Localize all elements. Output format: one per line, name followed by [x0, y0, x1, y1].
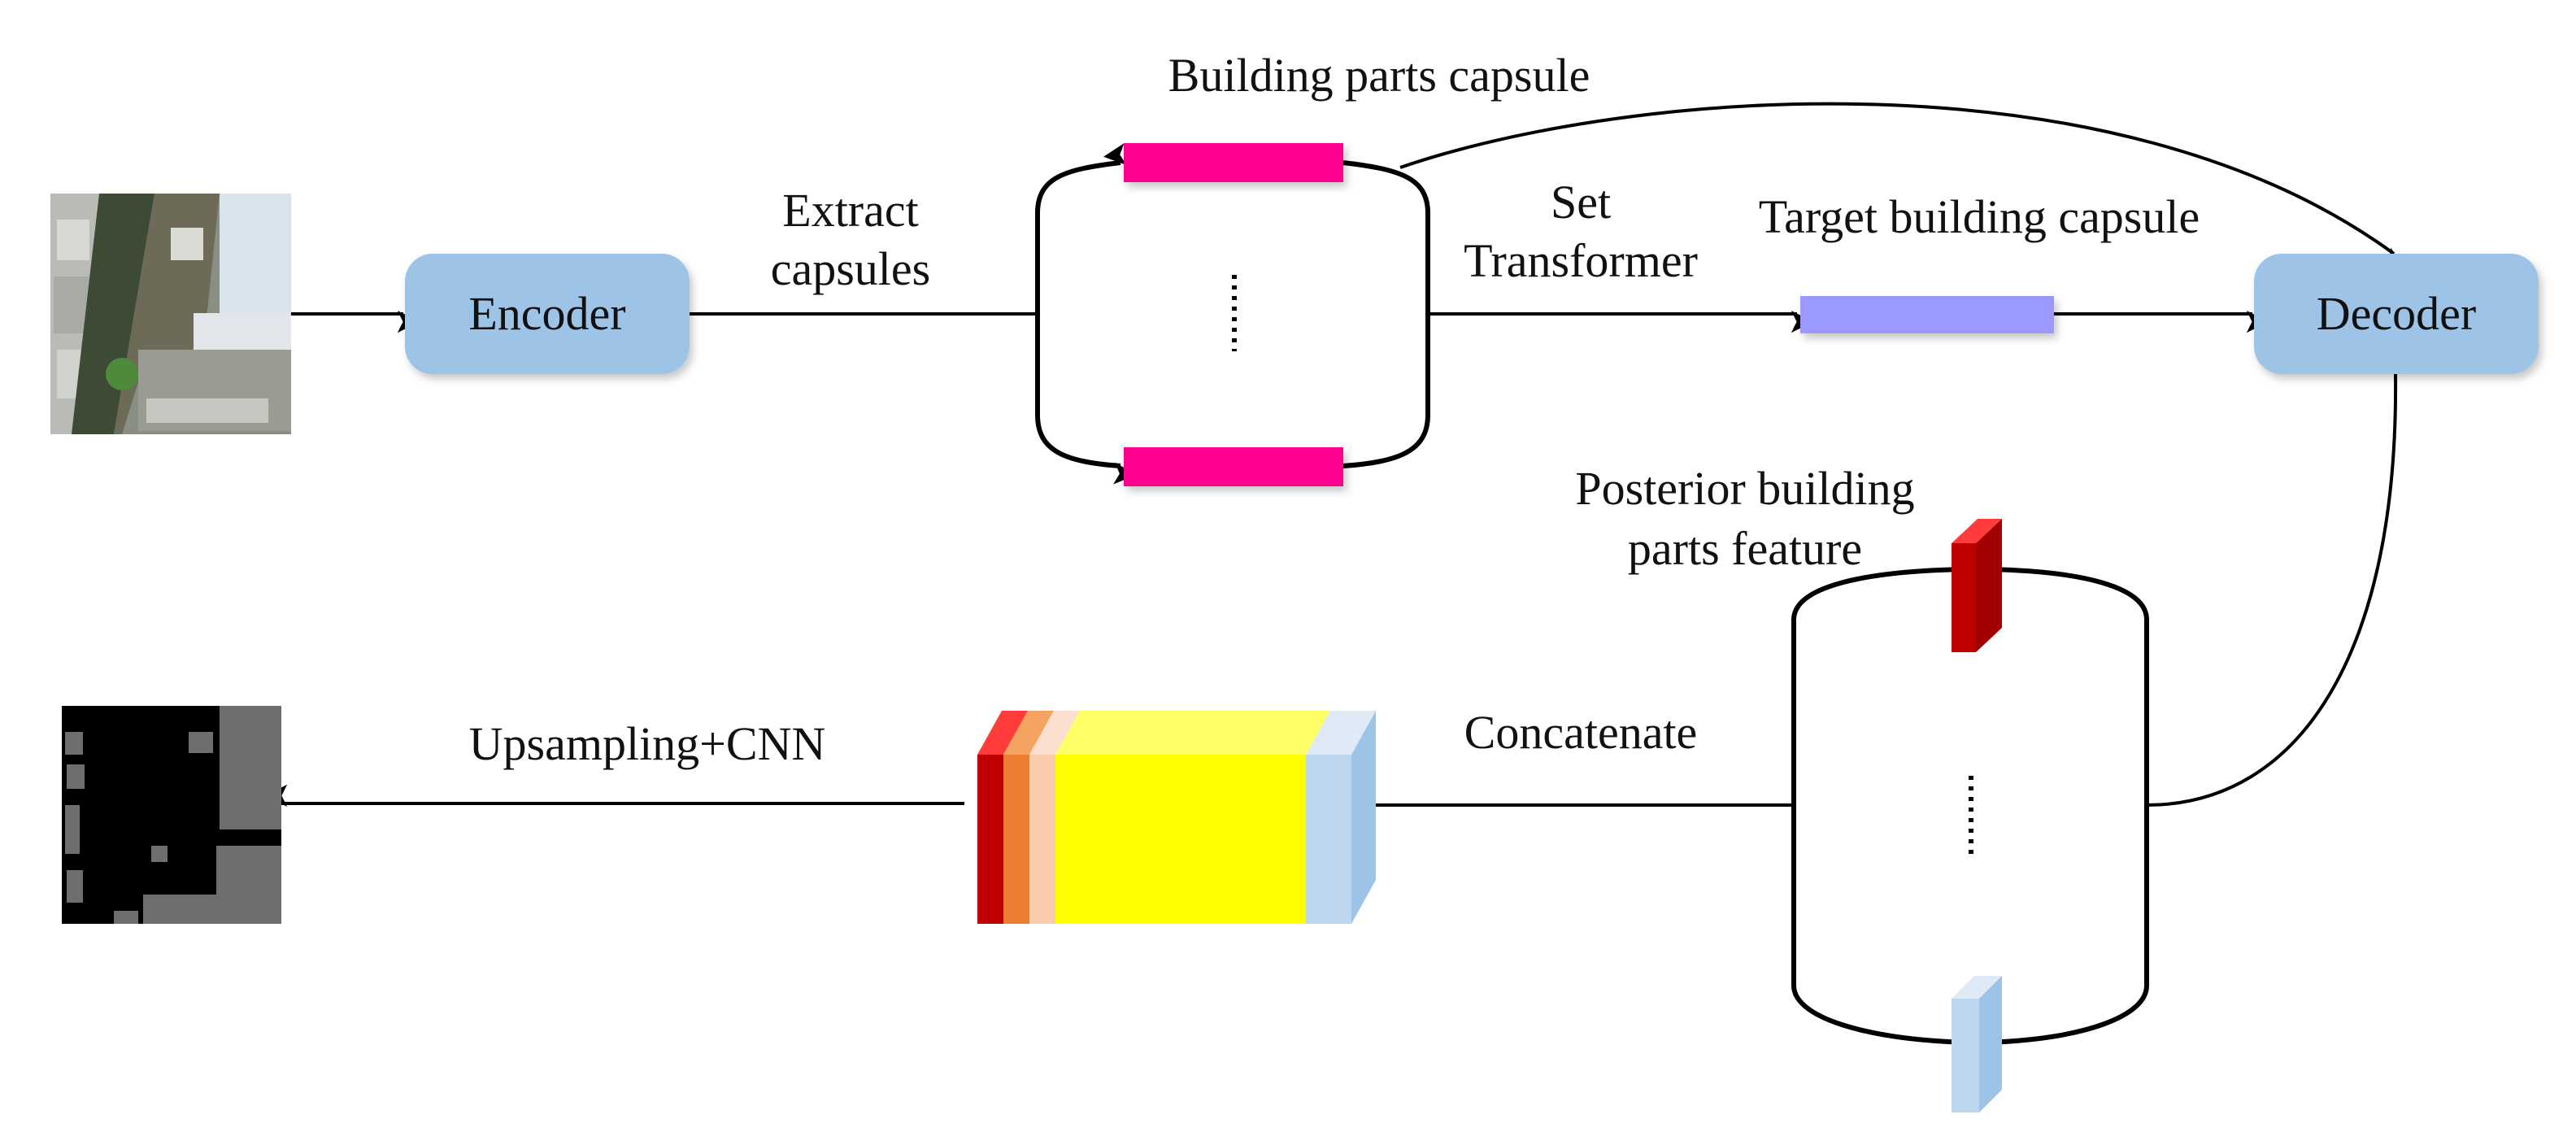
concatenated-feature-block	[977, 711, 1376, 924]
satellite-image-icon	[50, 194, 291, 434]
edge-decoder-to-posterior	[2146, 373, 2398, 807]
edge-parts-to-decoder	[1399, 102, 2403, 270]
decoder-label: Decoder	[2317, 287, 2476, 340]
building-parts-capsule-label: Building parts capsule	[1168, 49, 1590, 102]
upsampling-cnn-label: Upsampling+CNN	[469, 717, 826, 770]
posterior-feature-blue	[1952, 976, 2002, 1112]
target-building-capsule	[1800, 296, 2054, 333]
decoder-node: Decoder	[2254, 254, 2539, 374]
encoder-label: Encoder	[468, 287, 625, 340]
posterior-right-bracket	[1969, 565, 2149, 1046]
concatenate-label: Concatenate	[1464, 706, 1698, 759]
extract-capsules-label-line1: Extract	[782, 184, 918, 237]
capsule-left-bracket	[1035, 143, 1137, 485]
posterior-feature-red	[1952, 519, 2002, 652]
set-transformer-label-line1: Set	[1551, 176, 1611, 229]
encoder-node: Encoder	[405, 254, 690, 374]
building-parts-capsule-bottom	[1124, 447, 1343, 486]
posterior-feature-label-line1: Posterior building	[1575, 462, 1914, 515]
building-mask-icon	[62, 706, 281, 924]
target-building-capsule-label: Target building capsule	[1759, 190, 2200, 243]
posterior-feature-label-line2: parts feature	[1628, 522, 1862, 575]
set-transformer-label-line2: Transformer	[1464, 234, 1698, 287]
posterior-left-bracket	[1791, 567, 1969, 1045]
extract-capsules-label-line2: capsules	[771, 242, 931, 295]
building-parts-capsule-top	[1124, 143, 1343, 182]
capsule-right-bracket	[1342, 160, 1430, 468]
